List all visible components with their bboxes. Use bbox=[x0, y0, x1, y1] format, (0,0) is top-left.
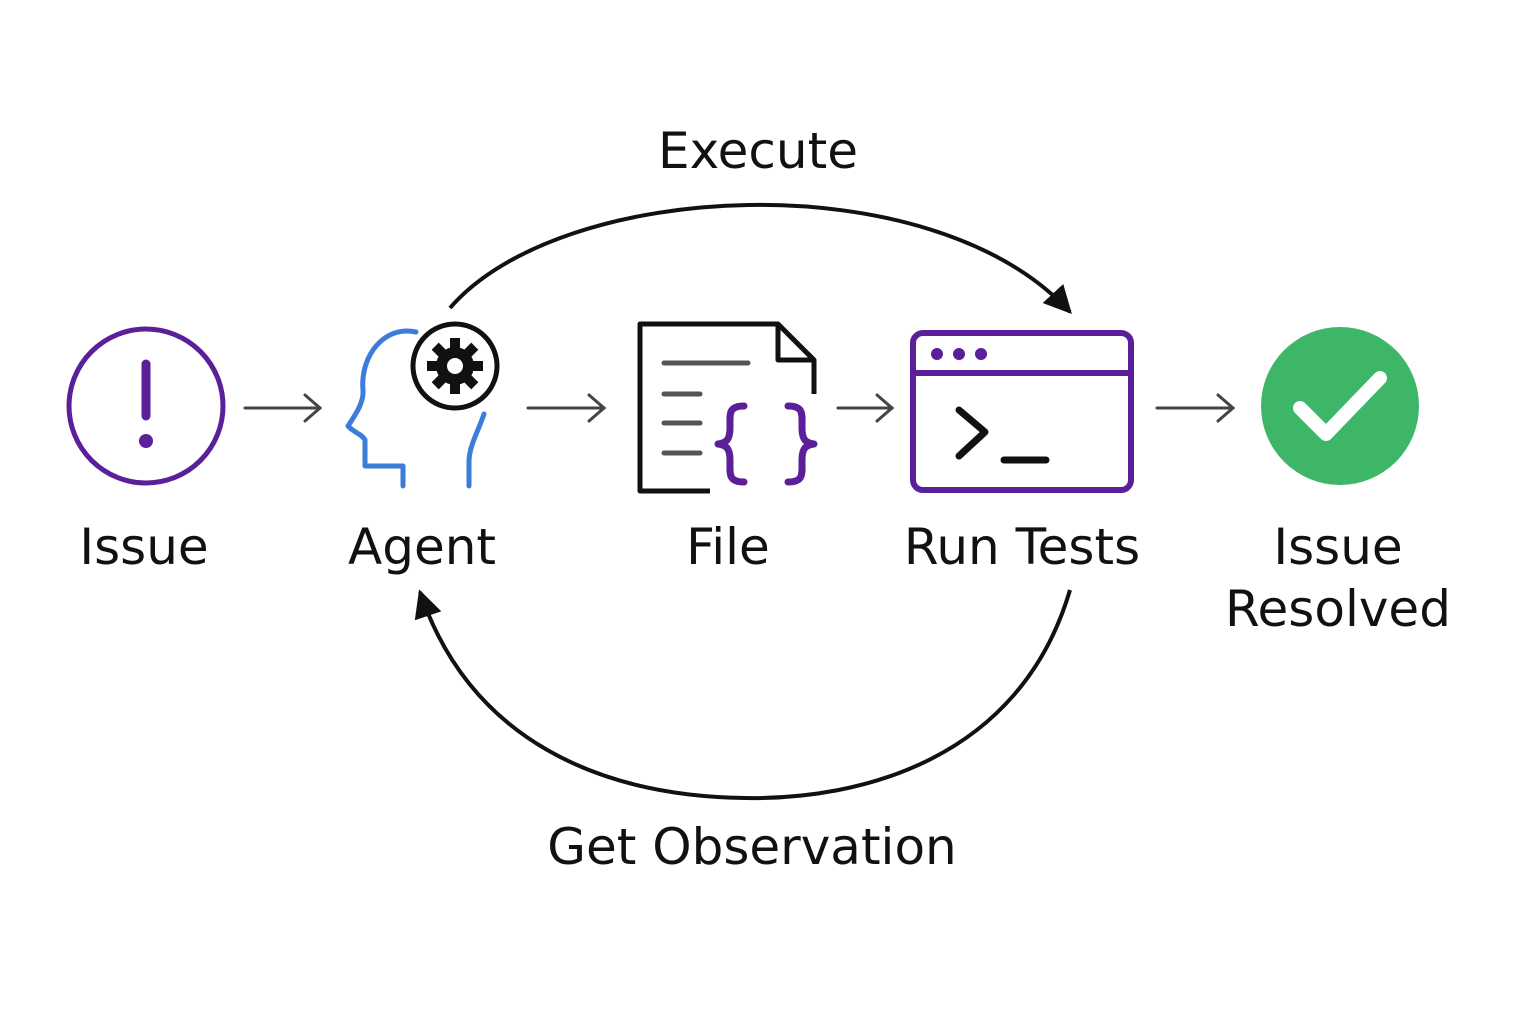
node-label-file: File bbox=[686, 518, 770, 576]
head-back-outline bbox=[466, 411, 487, 489]
file-text-lines bbox=[661, 360, 751, 456]
node-label-agent: Agent bbox=[348, 518, 496, 576]
curly-braces-icon bbox=[714, 402, 818, 486]
prompt-chevron-icon bbox=[955, 406, 989, 460]
observation-arc-arrow bbox=[414, 589, 1072, 801]
node-label-run-tests: Run Tests bbox=[903, 518, 1141, 576]
gear-icon bbox=[427, 338, 483, 394]
head-profile-outline bbox=[345, 328, 419, 489]
execute-label: Execute bbox=[658, 122, 858, 180]
get-observation-label: Get Observation bbox=[547, 818, 957, 876]
terminal-window-icon bbox=[910, 330, 1134, 493]
execute-arc-arrow bbox=[448, 203, 1072, 315]
arrow-agent-to-file bbox=[526, 393, 607, 423]
file-fold bbox=[775, 324, 814, 363]
window-dot bbox=[975, 348, 987, 360]
node-label-issue: Issue bbox=[79, 518, 209, 576]
check-circle-icon bbox=[1261, 327, 1419, 485]
exclamation-circle-icon bbox=[66, 326, 226, 486]
code-file-icon bbox=[637, 321, 818, 494]
arrow-issue-to-agent bbox=[243, 393, 323, 423]
terminal-window-frame bbox=[910, 330, 1134, 493]
node-label-issue-resolved: Issue Resolved bbox=[1225, 518, 1451, 638]
file-outline bbox=[637, 321, 817, 494]
arrow-file-to-tests bbox=[836, 393, 895, 423]
window-dot bbox=[931, 348, 943, 360]
arrow-tests-to-resolved bbox=[1155, 393, 1236, 423]
window-dot bbox=[953, 348, 965, 360]
head-gear-icon bbox=[345, 321, 500, 489]
